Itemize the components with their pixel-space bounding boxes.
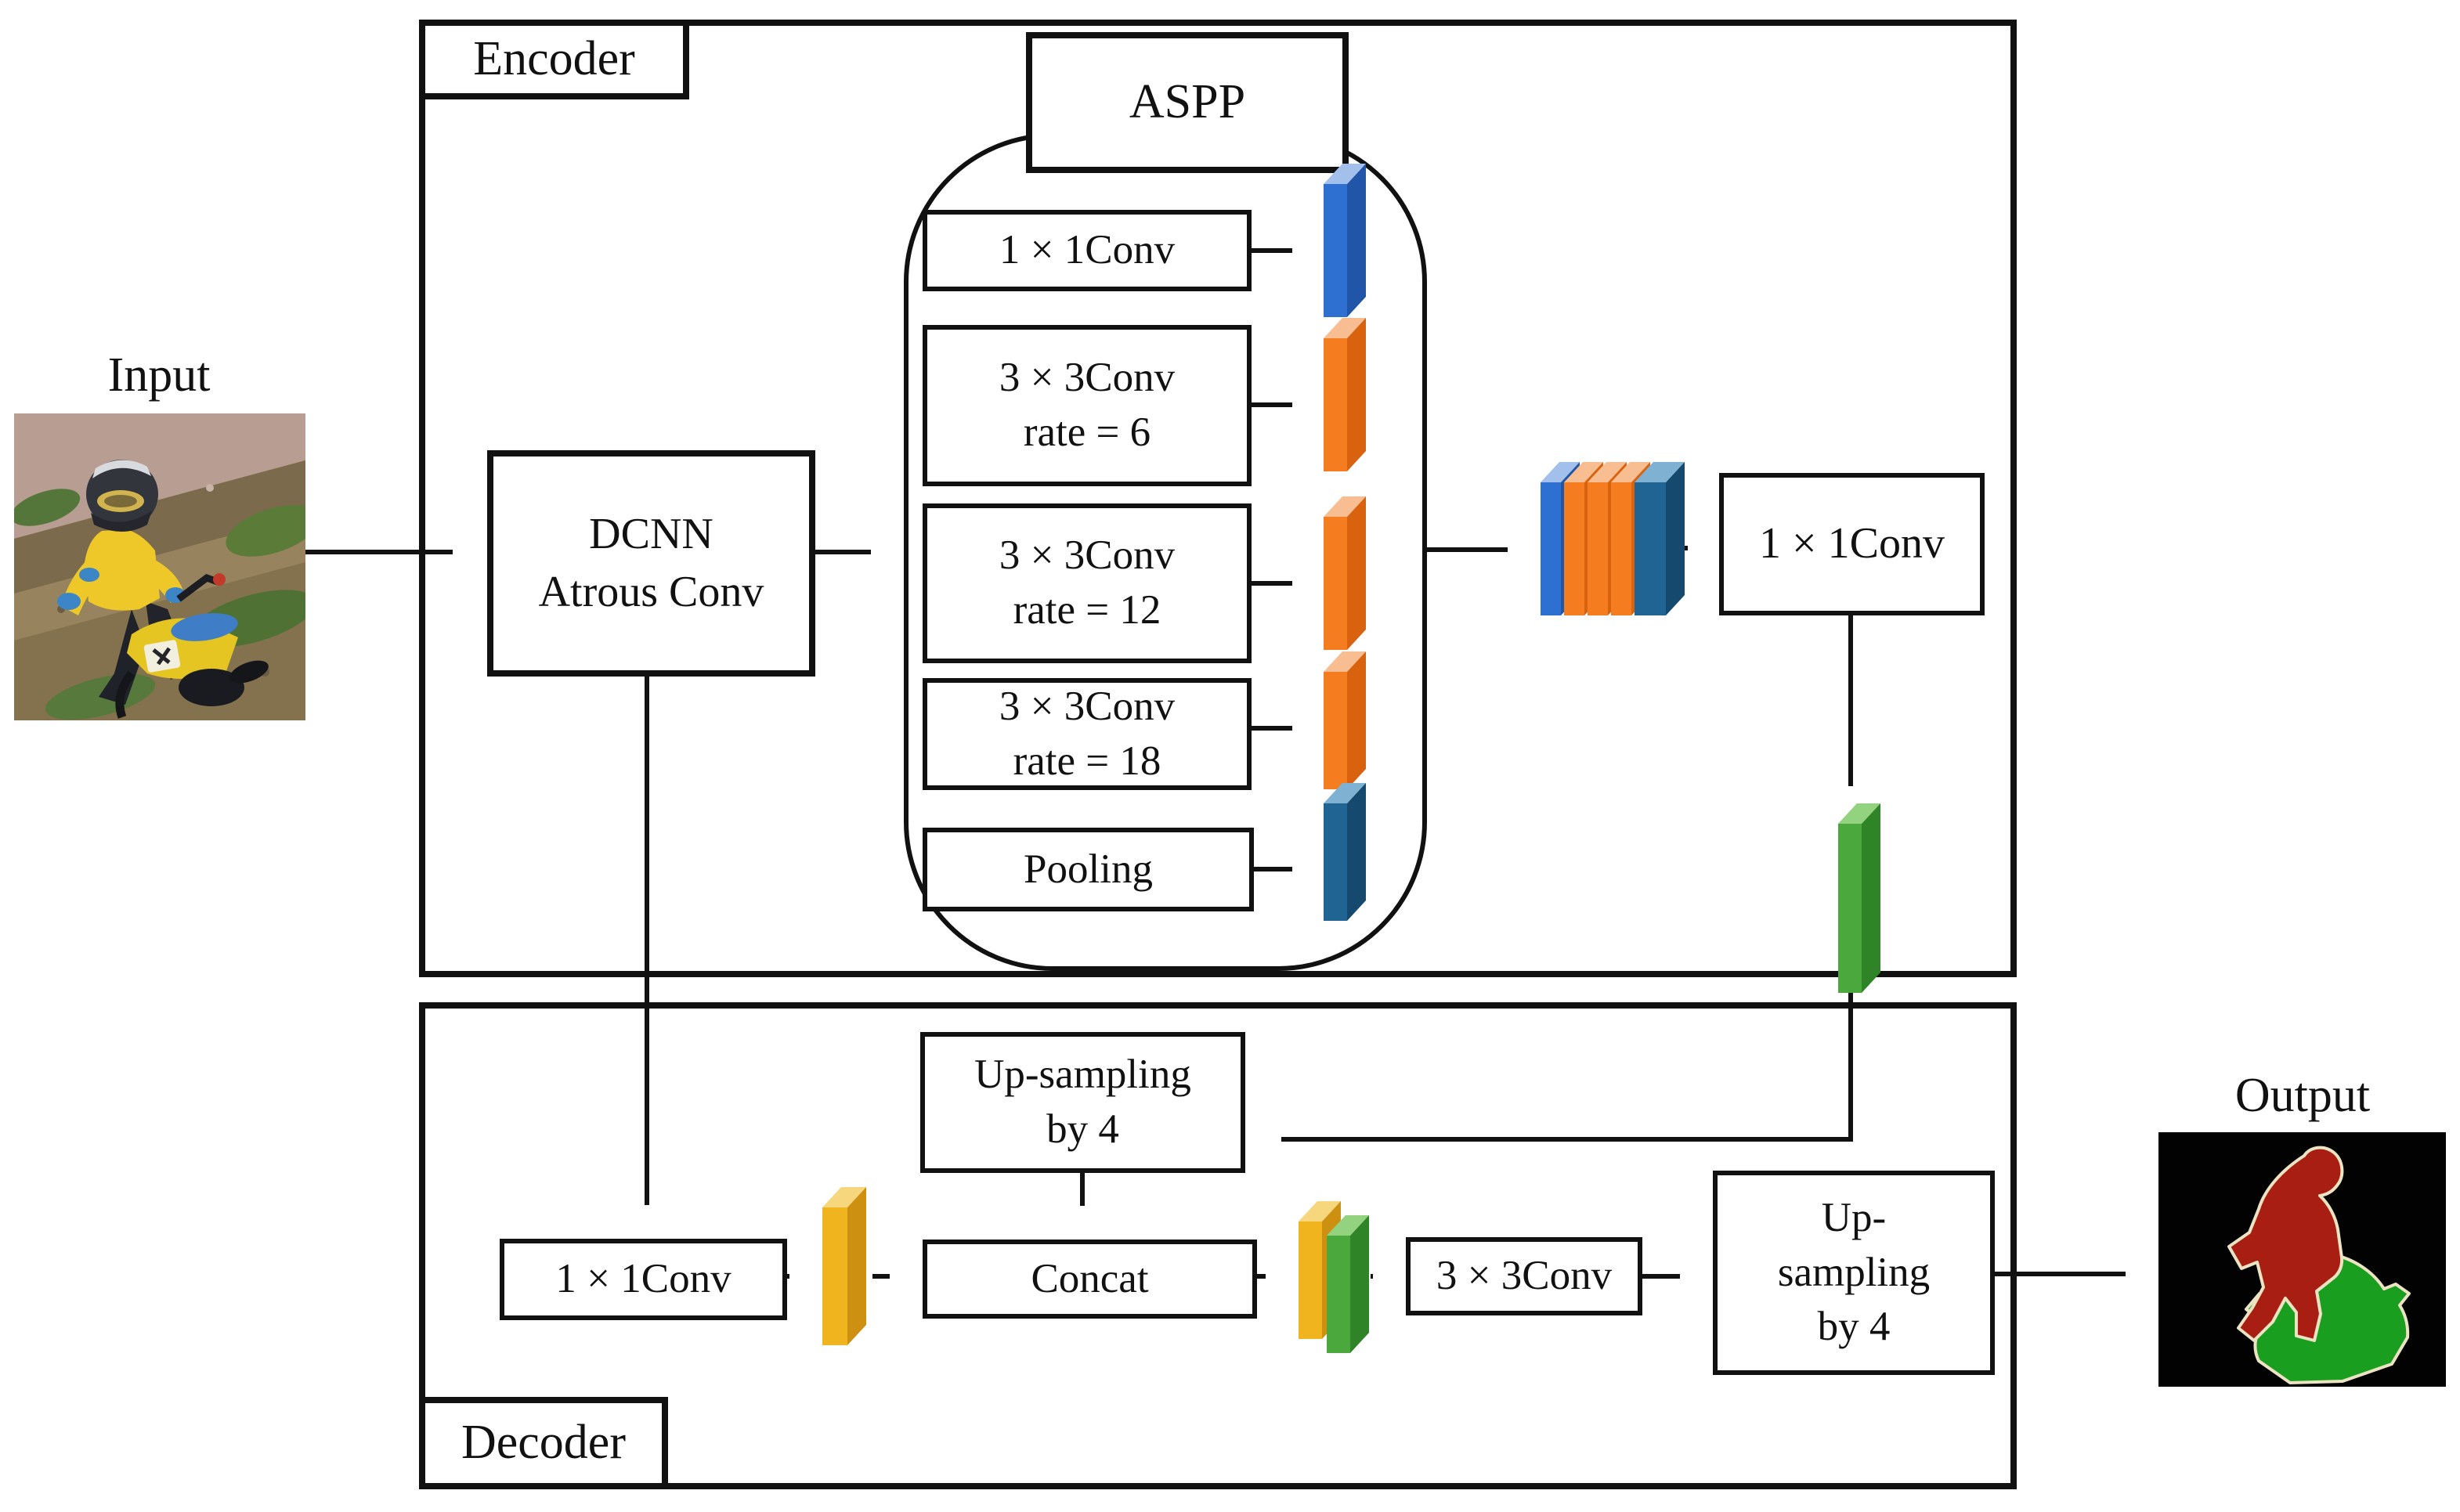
aspp-label: ASPP: [1129, 75, 1246, 129]
output-mask-illustration: [2158, 1132, 2446, 1387]
conv3x3-box: 3 × 3Conv: [1406, 1237, 1642, 1315]
aspp-branch-conv1x1-label: 1 × 1Conv: [999, 227, 1176, 273]
aspp-branch-pooling-label: Pooling: [1024, 846, 1153, 892]
concat-box: Concat: [923, 1240, 1257, 1319]
input-photo-illustration: [10, 413, 320, 720]
aspp-branch-rate18-box: 3 × 3Conv rate = 18: [923, 678, 1252, 790]
lowlevel-conv-box: 1 × 1Conv: [500, 1239, 787, 1320]
final-upsampling-line2: sampling: [1777, 1249, 1931, 1295]
output-mask: [2158, 1132, 2446, 1387]
aspp-label-box: ASPP: [1026, 32, 1349, 173]
stack-slab-teal: [1635, 462, 1685, 615]
decoder-frame: [419, 1002, 2017, 1489]
encoder-output-slab-green: [1838, 803, 1880, 993]
final-upsampling-line1: Up-: [1821, 1194, 1887, 1240]
upsampling-by4-line1: Up-sampling: [974, 1052, 1191, 1098]
feature-slab-orange-rate6: [1324, 318, 1366, 471]
aspp-branch-rate12-line2: rate = 12: [1013, 587, 1161, 633]
dcnn-box: DCNN Atrous Conv: [487, 450, 815, 677]
aspp-branch-rate6-line2: rate = 6: [1023, 410, 1151, 455]
upsampling-by4-box: Up-sampling by 4: [920, 1032, 1245, 1173]
lowlevel-conv-label: 1 × 1Conv: [555, 1256, 731, 1302]
arrow-green-slab-to-upsampling: [1281, 993, 1853, 1142]
dcnn-line2: Atrous Conv: [538, 567, 764, 616]
lowlevel-slab-yellow: [822, 1187, 866, 1345]
dcnn-line1: DCNN: [589, 509, 713, 558]
input-label: Input: [107, 348, 211, 402]
feature-slab-teal-pooling: [1324, 783, 1366, 921]
aspp-branch-conv1x1-box: 1 × 1Conv: [923, 210, 1252, 291]
feature-slab-blue: [1324, 164, 1366, 317]
feature-slab-orange-rate18: [1324, 651, 1366, 789]
decoder-label: Decoder: [461, 1416, 626, 1470]
final-upsampling-box: Up- sampling by 4: [1713, 1171, 1995, 1375]
input-photo: [10, 413, 320, 720]
final-upsampling-line3: by 4: [1817, 1304, 1891, 1350]
output-label: Output: [2234, 1068, 2371, 1122]
aspp-branch-pooling-box: Pooling: [923, 828, 1254, 911]
encoder-label-box: Encoder: [419, 20, 689, 99]
aspp-branch-rate18-line2: rate = 18: [1013, 738, 1161, 784]
aspp-branch-rate6-line1: 3 × 3Conv: [999, 355, 1176, 401]
encoder-postconv-label: 1 × 1Conv: [1759, 519, 1945, 568]
aspp-branch-rate18-line1: 3 × 3Conv: [999, 683, 1176, 729]
output-caption: Output: [2185, 1063, 2420, 1128]
concat-slab-green: [1327, 1215, 1369, 1353]
feature-slab-orange-rate12: [1324, 496, 1366, 650]
decoder-label-box: Decoder: [419, 1397, 668, 1489]
aspp-branch-rate12-box: 3 × 3Conv rate = 12: [923, 503, 1252, 663]
encoder-frame: [419, 20, 2017, 977]
input-caption: Input: [45, 343, 273, 407]
upsampling-by4-line2: by 4: [1046, 1106, 1119, 1152]
conv3x3-label: 3 × 3Conv: [1436, 1253, 1613, 1299]
aspp-branch-rate6-box: 3 × 3Conv rate = 6: [923, 325, 1252, 486]
aspp-branch-rate12-line1: 3 × 3Conv: [999, 532, 1176, 579]
concat-label: Concat: [1031, 1255, 1149, 1301]
encoder-label: Encoder: [473, 32, 635, 86]
encoder-postconv-box: 1 × 1Conv: [1719, 473, 1985, 615]
